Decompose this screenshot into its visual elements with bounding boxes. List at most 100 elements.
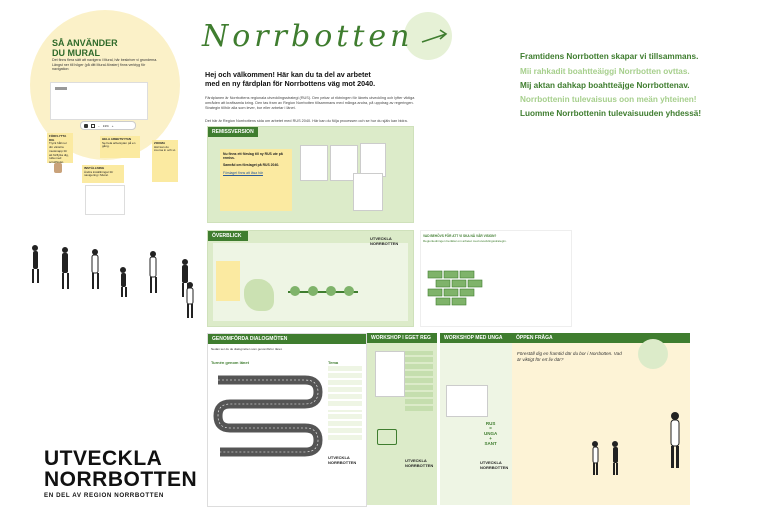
timeline-dot-1 [290, 286, 300, 296]
overblick-panel: ÖVERBLICK UTVECKLA NORRBOTTEN [207, 230, 414, 327]
norrbotten-script-logo: Norrbotten [201, 12, 452, 60]
dialog-tema-grid [328, 366, 362, 406]
pointer-hand-icon [54, 163, 62, 173]
slogan-finnish: Luomme Norrbottenin tulevaisuuden yhdess… [520, 109, 702, 118]
remiss-note-text-2: Samråd om förslaget på RUS 2040. [223, 163, 280, 168]
navigation-toolbar: − 13% + [80, 121, 136, 130]
overblick-brand-bottom: NORRBOTTEN [370, 240, 399, 246]
intro-heading: Hej och välkommen! Här kan du ta del av … [205, 70, 376, 88]
oppen-fraga-panel: ÖPPEN FRÅGA Föreställ dig en framtid där… [512, 333, 690, 505]
tip-zoom-title: ZOOMA [154, 141, 166, 145]
zoom-level: 13% [102, 123, 109, 128]
workshop-unga-brand-top: UTVECKLA [480, 460, 502, 465]
hand-tool-icon[interactable] [84, 123, 88, 128]
footer-brand-line2: NORRBOTTEN [44, 468, 198, 491]
workshop-region-brand-top: UTVECKLA [405, 458, 427, 463]
rus-unga-sign: RUS = UNGA + SANT [484, 421, 497, 446]
tip-zoom-text: Här kan du zooma in och ut. [154, 144, 177, 153]
dialog-brand-bottom: NORRBOTTEN [328, 459, 357, 465]
workshop-region-brand: UTVECKLA NORRBOTTEN [405, 458, 434, 468]
workshop-region-header: WORKSHOP I EGET REG [367, 333, 437, 343]
oppen-fraga-header: ÖPPEN FRÅGA [512, 333, 690, 343]
overblick-note [216, 261, 240, 301]
dialog-tour-label: Turnén genom länet [211, 360, 249, 365]
overblick-map [244, 279, 274, 311]
tip-settings: INSTÄLLNING Ändra inställningar för navi… [82, 165, 124, 183]
sign-line-2: = [489, 426, 492, 431]
film-icon [377, 429, 397, 445]
zoom-in-icon[interactable]: + [111, 123, 114, 128]
dialog-tema-grid-2 [328, 410, 362, 440]
workshop-unga-panel: WORKSHOP MED UNGA RUS = UNGA + SANT UTVE… [440, 333, 512, 505]
slogan-swedish: Framtidens Norrbotten skapar vi tillsamm… [520, 52, 699, 61]
timeline-dot-3 [326, 286, 336, 296]
dialog-header: GENOMFÖRDA DIALOGMÖTEN [208, 334, 366, 344]
remiss-document-4[interactable] [353, 173, 383, 211]
tip-move-text: Tryck håll ner din vänstra musknapp för … [49, 141, 69, 164]
workshop-region-grid [405, 351, 433, 411]
remiss-document-3[interactable] [360, 143, 386, 177]
tip-settings-text: Ändra inställningar för navigering i Mur… [84, 169, 114, 178]
tip-overview-title: HELA ARBETSYTAN [102, 137, 132, 141]
remissversion-panel: REMISSVERSION Nu finns ett förslag till … [207, 126, 414, 223]
remiss-note: Nu finns ett förslag till ny RUS ute på … [220, 149, 292, 211]
workshop-unga-brand-bottom: NORRBOTTEN [480, 464, 509, 470]
oppen-fraga-question: Föreställ dig en framtid där du bor i No… [517, 351, 622, 362]
sign-line-4: + [489, 436, 492, 441]
workshop-unga-doc[interactable] [446, 385, 488, 417]
video-panel: VAD BEHÖVS FÖR ATT VI SKA NÅ VÅR VISION?… [420, 230, 572, 327]
tip-zoom: ZOOMA Här kan du zooma in och ut. [152, 140, 178, 182]
slogan-meankieli: Norrbottenin tulevaisuus oon meän yhtein… [520, 95, 697, 104]
tip-overview-text: Se hela arbetsytan på en gång. [102, 140, 136, 149]
remissversion-header: REMISSVERSION [208, 127, 258, 137]
dialog-tema-label: Tema [328, 360, 339, 365]
overblick-brand-top: UTVECKLA [370, 236, 392, 241]
script-logo-text: Norrbotten [201, 19, 413, 54]
dialog-brand-top: UTVECKLA [328, 455, 350, 460]
timeline-dot-4 [344, 286, 354, 296]
remiss-note-text: Nu finns ett förslag till ny RUS ute på … [223, 152, 283, 161]
video-sub: Regionledningen berättar om arbetet med … [423, 239, 507, 243]
walking-person-right [186, 282, 194, 318]
video-title: VAD BEHÖVS FÖR ATT VI SKA NÅ VÅR VISION? [423, 234, 497, 238]
dialog-panel: GENOMFÖRDA DIALOGMÖTEN Nedan ser du de d… [207, 333, 367, 507]
tip-move: FÖRFLYTTA DIG Tryck håll ner din vänstra… [47, 133, 73, 164]
brick-wall-illustration [427, 270, 483, 306]
sign-line-3: UNGA [484, 431, 498, 436]
timeline-dot-2 [308, 286, 318, 296]
tip-move-title: FÖRFLYTTA DIG [49, 134, 67, 142]
dialog-text: Nedan ser du de dialogmöten som genomför… [211, 347, 283, 351]
overblick-canvas [213, 243, 408, 321]
workshop-region-panel: WORKSHOP I EGET REG UTVECKLA NORRBOTTEN [367, 333, 437, 505]
oppen-fraga-bubble [638, 339, 668, 369]
overblick-timeline [288, 291, 358, 293]
workshop-unga-header: WORKSHOP MED UNGA [440, 333, 512, 343]
intro-paragraph: Färdplanen är Norrbottens regionala utve… [205, 96, 415, 110]
help-title-line2: DU MURAL [52, 48, 100, 58]
overblick-brand: UTVECKLA NORRBOTTEN [370, 236, 399, 246]
overview-icon[interactable] [91, 123, 95, 128]
tip-settings-title: INSTÄLLNING [84, 166, 105, 170]
intro-paragraph-2: Det här är Region Norrbottens sida om ar… [205, 119, 408, 123]
footer-brand-line3: EN DEL AV REGION NORRBOTTEN [44, 492, 164, 499]
overblick-header: ÖVERBLICK [208, 231, 248, 241]
footer-brand: UTVECKLA NORRBOTTEN EN DEL AV REGION NOR… [44, 448, 197, 499]
road-illustration [213, 375, 323, 457]
remiss-link[interactable]: Förslaget finns att läsa här [223, 170, 263, 175]
sign-line-1: RUS [485, 421, 496, 426]
slogan-north-sami: Mii rahkadit boahtteäiggi Norrbotten ovt… [520, 67, 690, 76]
sign-line-5: SANT [484, 441, 497, 446]
remiss-document-1[interactable] [300, 145, 328, 181]
walking-people-bottom-right [592, 412, 680, 475]
help-title-line1: SÅ ANVÄNDER [52, 38, 118, 48]
help-intro: Det finns flera sätt att navigera i Mura… [52, 58, 158, 71]
tip-overview: HELA ARBETSYTAN Se hela arbetsytan på en… [100, 136, 140, 158]
workshop-region-brand-bottom: NORRBOTTEN [405, 462, 434, 468]
help-title: SÅ ANVÄNDER DU MURAL [52, 38, 162, 58]
zoom-out-icon[interactable]: − [98, 123, 100, 128]
settings-mockup [85, 185, 125, 215]
dialog-brand: UTVECKLA NORRBOTTEN [328, 455, 357, 465]
workshop-unga-brand: UTVECKLA NORRBOTTEN [480, 460, 509, 470]
workshop-region-doc-1[interactable] [375, 351, 405, 397]
footer-brand-line1: UTVECKLA [44, 447, 163, 470]
